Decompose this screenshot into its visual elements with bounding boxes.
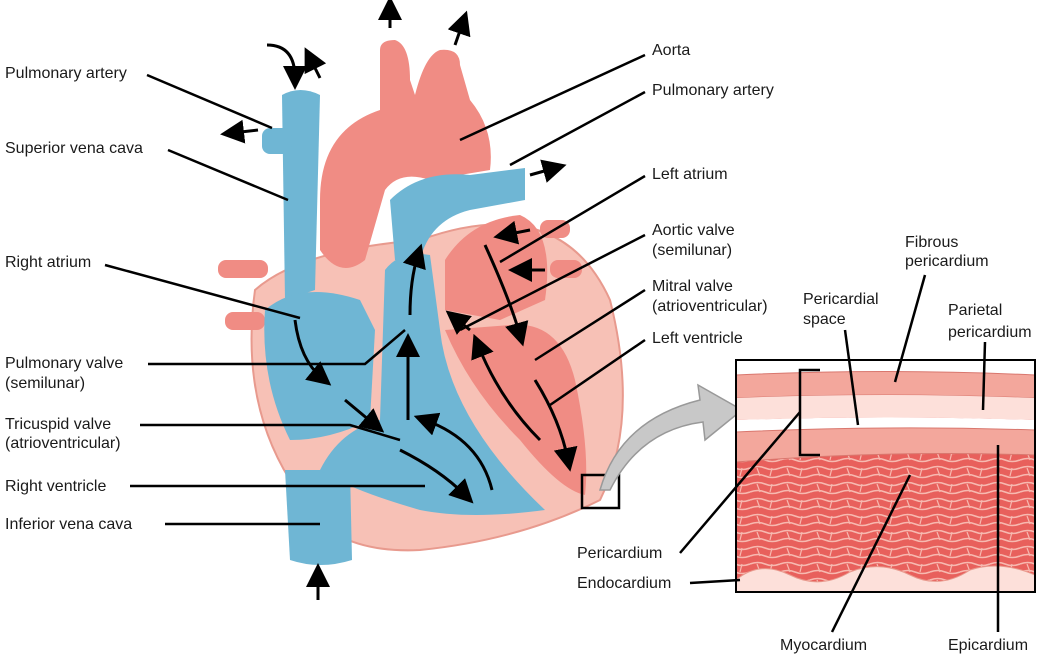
flow-arrow (533, 379, 578, 472)
label-pulmonary-valve-sub: (semilunar) (5, 375, 85, 392)
label-tricuspid-valve-sub: (atrioventricular) (5, 435, 121, 452)
label-inferior-vena-cava: Inferior vena cava (5, 516, 132, 533)
label-pericardial-space-2: space (803, 311, 846, 328)
flow-arrow (266, 43, 307, 90)
pulmonary-trunk-shape (390, 168, 525, 260)
flow-arrow (399, 448, 474, 504)
label-left-ventricle: Left ventricle (652, 330, 743, 347)
label-superior-vena-cava: Superior vena cava (5, 140, 143, 157)
label-tricuspid-valve: Tricuspid valve (5, 416, 111, 433)
endocardium-layer (735, 565, 1036, 593)
pericardial-space (736, 417, 1035, 432)
label-fibrous-pericardium-1: Fibrous (905, 234, 958, 251)
label-parietal-pericardium-1: Parietal (948, 302, 1002, 319)
label-endocardium: Endocardium (577, 575, 671, 592)
label-left-atrium: Left atrium (652, 166, 728, 183)
flow-arrow (493, 220, 531, 245)
label-aortic-valve: Aortic valve (652, 222, 735, 239)
vena-cava-shape (282, 90, 320, 300)
right-pulmonary-artery-branch (262, 128, 292, 154)
leader-lines (104, 53, 1000, 633)
heart (218, 0, 744, 600)
flow-arrow (220, 119, 259, 144)
label-right-ventricle: Right ventricle (5, 478, 106, 495)
flow-arrow (304, 47, 327, 79)
flow-arrow (413, 412, 494, 491)
inferior-vena-cava-shape (285, 470, 352, 565)
flow-arrow (402, 243, 426, 316)
label-mitral-valve-sub: (atrioventricular) (652, 298, 768, 315)
pulmonary-vein-right-upper (218, 260, 268, 278)
label-myocardium: Myocardium (780, 637, 867, 654)
aorta-shape (320, 40, 491, 268)
label-pulmonary-artery-right: Pulmonary artery (652, 82, 774, 99)
flow-arrow (483, 244, 529, 347)
flow-arrow (529, 159, 567, 183)
inset-frame (735, 359, 1036, 593)
label-pulmonary-valve: Pulmonary valve (5, 355, 123, 372)
label-pericardium: Pericardium (577, 545, 662, 562)
label-right-atrium: Right atrium (5, 254, 91, 271)
right-ventricle-chamber (320, 254, 545, 515)
fibrous-pericardium-layer (735, 371, 1036, 399)
label-parietal-pericardium-2: pericardium (948, 324, 1032, 341)
label-mitral-valve: Mitral valve (652, 278, 733, 295)
right-atrium-chamber (264, 292, 375, 440)
label-aortic-valve-sub: (semilunar) (652, 242, 732, 259)
flow-arrow (445, 310, 472, 335)
pulmonary-vein-left-lower (550, 260, 582, 278)
label-epicardium: Epicardium (948, 637, 1028, 654)
label-pericardial-space-1: Pericardial (803, 291, 879, 308)
flow-arrow (447, 10, 471, 46)
parietal-pericardium-layer (736, 395, 1035, 420)
flow-arrow (471, 333, 542, 442)
pulmonary-vein-right-lower (225, 312, 265, 330)
heart-wall-inset (735, 359, 1036, 593)
inset-source-box (580, 473, 621, 510)
flow-arrow (344, 398, 385, 433)
flow-arrow (293, 319, 332, 386)
label-pulmonary-artery-left: Pulmonary artery (5, 65, 127, 82)
label-aorta: Aorta (652, 42, 690, 59)
label-fibrous-pericardium-2: pericardium (905, 253, 989, 270)
